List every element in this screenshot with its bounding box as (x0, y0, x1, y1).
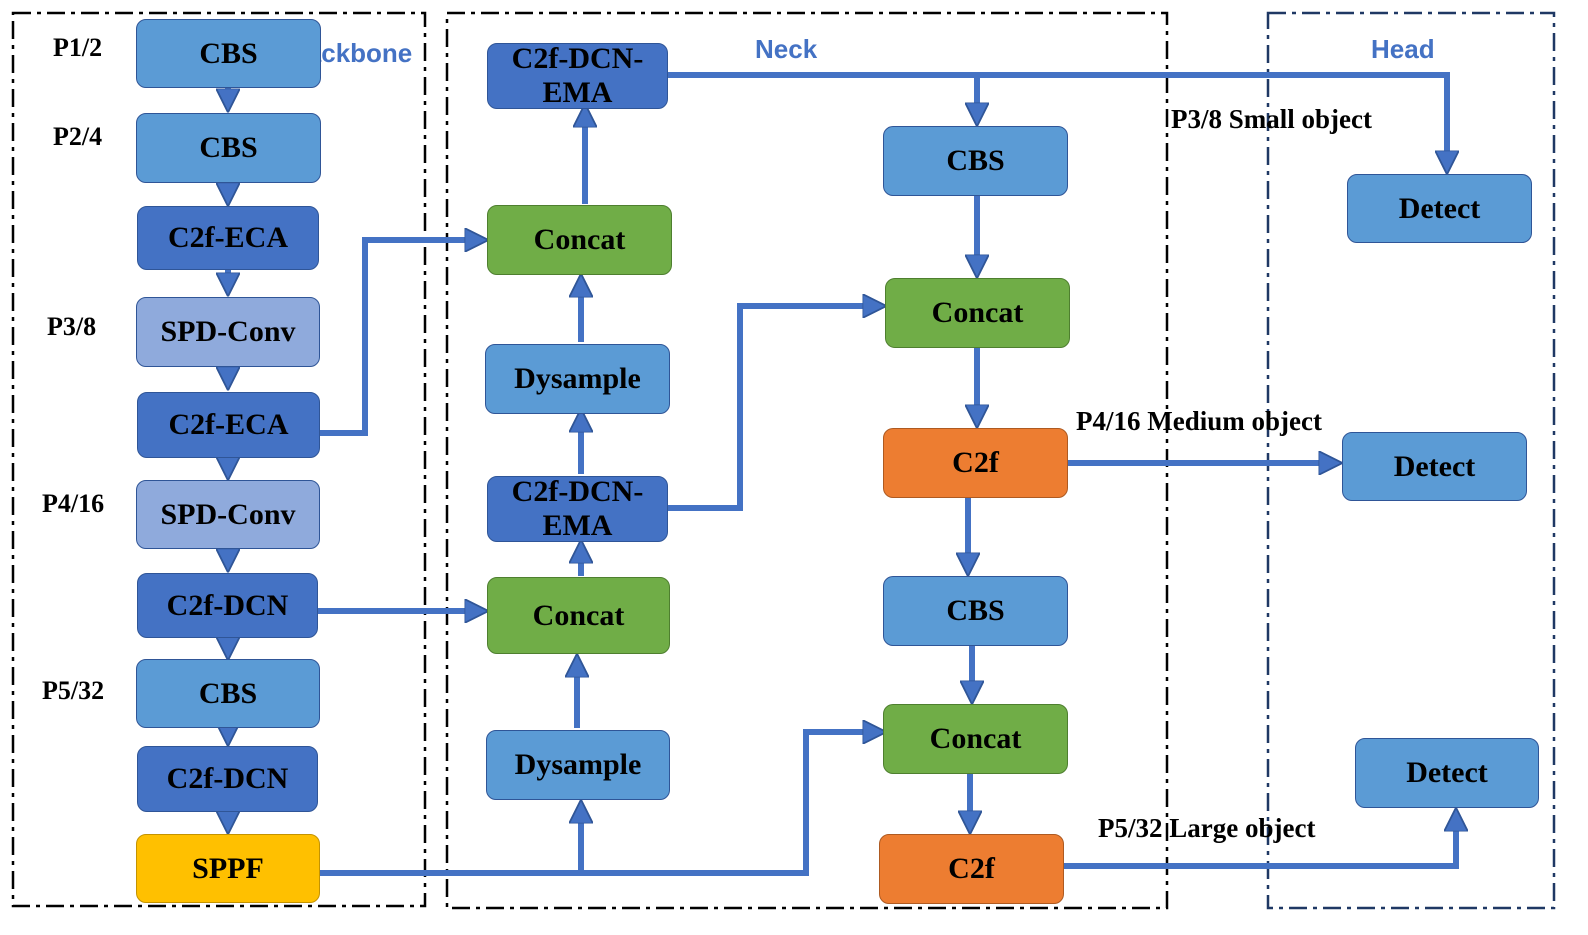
neck-title: Neck (755, 34, 818, 64)
backbone-spd-conv-2: SPD-Conv (136, 480, 320, 549)
level-label-p1: P1/2 (53, 33, 103, 62)
neck-concat-4: Concat (883, 704, 1068, 774)
neck-dysample-2: Dysample (486, 730, 670, 800)
level-label-p5: P5/32 (42, 676, 105, 705)
neck-concat-3: Concat (885, 278, 1070, 348)
backbone-cbs-2: CBS (136, 113, 321, 183)
backbone-cbs-1: CBS (136, 19, 321, 88)
neck-concat-1: Concat (487, 205, 672, 275)
neck-c2f-dcn-ema-top: C2f-DCN- EMA (487, 42, 668, 109)
head-detect-large: Detect (1355, 738, 1539, 808)
head-detect-medium: Detect (1342, 432, 1527, 501)
output-label-medium: P4/16 Medium object (1076, 406, 1322, 436)
backbone-c2f-eca-1: C2f-ECA (137, 206, 319, 270)
level-label-p4: P4/16 (42, 489, 105, 518)
output-label-small: P3/8 Small object (1171, 104, 1372, 134)
arrow-c2f-to-detect-large (1064, 816, 1456, 869)
backbone-spd-conv-1: SPD-Conv (136, 297, 320, 367)
backbone-c2f-dcn-1: C2f-DCN (137, 573, 318, 638)
neck-dysample-1: Dysample (485, 344, 670, 414)
output-label-large: P5/32 Large object (1098, 813, 1316, 843)
neck-concat-2: Concat (487, 577, 670, 654)
backbone-c2f-dcn-2: C2f-DCN (137, 746, 318, 812)
neck-c2f-1: C2f (883, 428, 1068, 498)
level-label-p2: P2/4 (53, 122, 103, 151)
neck-cbs-1: CBS (883, 126, 1068, 196)
arrow-ema-to-detect-small (668, 72, 1447, 166)
head-title: Head (1371, 34, 1435, 64)
neck-c2f-dcn-ema-mid: C2f-DCN- EMA (487, 475, 668, 542)
arrow-eca-to-concat (320, 240, 480, 436)
neck-cbs-2: CBS (883, 576, 1068, 646)
arrow-ema-mid-to-concat (668, 306, 878, 511)
level-label-p3: P3/8 (47, 312, 97, 341)
backbone-sppf: SPPF (136, 834, 320, 903)
backbone-frame (11, 11, 427, 908)
backbone-cbs-3: CBS (136, 659, 320, 728)
arrow-sppf-to-neck (320, 732, 878, 876)
head-detect-small: Detect (1347, 174, 1532, 243)
neck-c2f-2: C2f (879, 834, 1064, 904)
backbone-c2f-eca-2: C2f-ECA (137, 392, 320, 458)
